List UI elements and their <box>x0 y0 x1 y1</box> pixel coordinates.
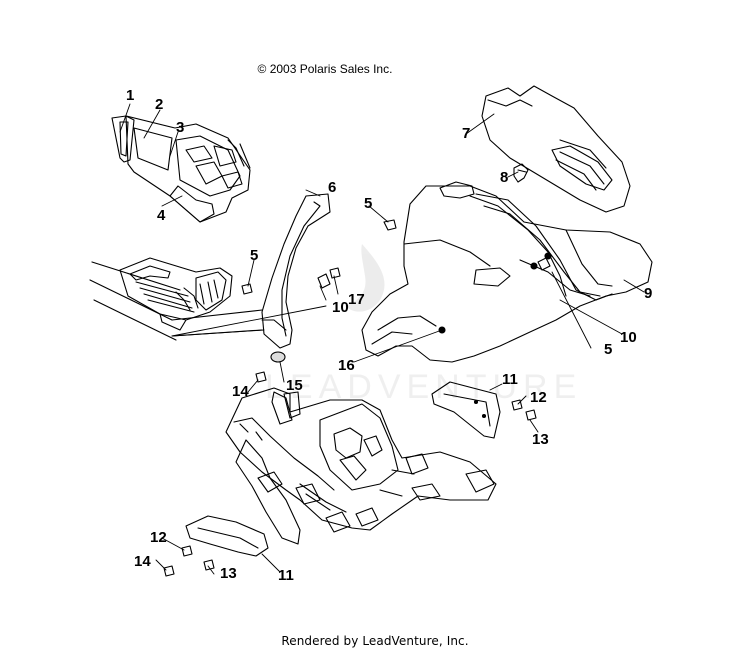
hardware-pieces <box>163 219 551 577</box>
part-footwell <box>89 257 263 341</box>
callout-3: 3 <box>176 119 185 136</box>
part-clip <box>513 163 529 183</box>
callout-16: 16 <box>338 357 355 374</box>
callout-6: 6 <box>328 179 337 196</box>
callout-7: 7 <box>462 125 471 142</box>
footer-credit: Rendered by LeadVenture, Inc. <box>281 634 469 648</box>
callout-11-right: 11 <box>502 371 518 388</box>
part-bracket-right <box>431 381 501 439</box>
callout-9: 9 <box>644 285 653 302</box>
callout-11-lower: 11 <box>278 567 294 584</box>
callout-14-lower: 14 <box>134 553 151 570</box>
part-frame <box>225 387 497 545</box>
callout-17: 17 <box>348 291 365 308</box>
callout-15: 15 <box>286 377 303 394</box>
callout-1: 1 <box>126 87 135 104</box>
callout-2: 2 <box>155 96 164 113</box>
callout-12-right: 12 <box>530 389 547 406</box>
part-seat-cover <box>481 85 631 213</box>
part-fender-liner <box>261 193 331 363</box>
callout-5-right: 5 <box>604 341 613 358</box>
callout-13-right: 13 <box>532 431 549 448</box>
callout-4: 4 <box>157 207 166 224</box>
part-front-fender <box>361 181 653 363</box>
watermark: LEADVENTURE <box>265 244 582 406</box>
callout-5-top: 5 <box>364 195 373 212</box>
copyright-notice: © 2003 Polaris Sales Inc. <box>257 62 393 76</box>
leader-lines <box>119 103 645 575</box>
callout-12-lower: 12 <box>150 529 167 546</box>
callout-14-upper: 14 <box>232 383 249 400</box>
part-side-panel <box>111 115 251 223</box>
watermark-text: LEADVENTURE <box>265 368 582 406</box>
callout-13-lower: 13 <box>220 565 237 582</box>
callout-10-right: 10 <box>620 329 637 346</box>
part-skid-plate <box>185 515 269 557</box>
callout-10-left: 10 <box>332 299 349 316</box>
callout-8: 8 <box>500 169 509 186</box>
callout-5-left: 5 <box>250 247 259 264</box>
